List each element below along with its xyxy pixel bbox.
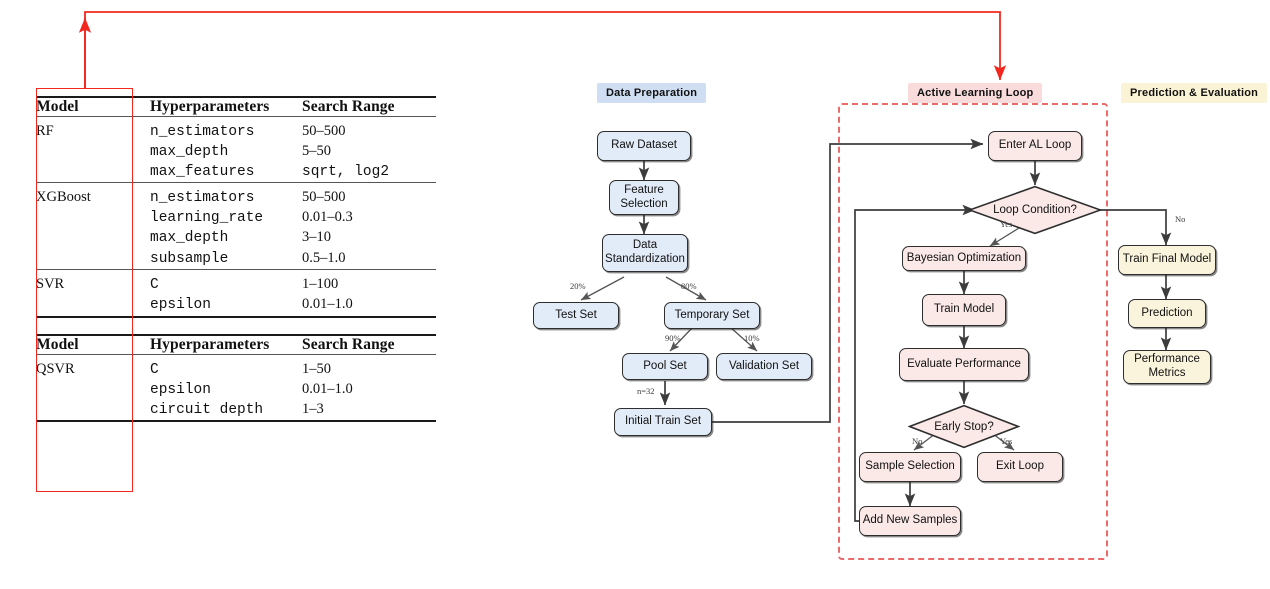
node-prediction[interactable]: Prediction [1128,299,1206,328]
edge-label-initial-n: n=32 [637,386,655,396]
column-header-model: Model [36,98,79,115]
edge-label-temp-split: 80% [681,281,697,291]
cell-range: 3–10 [302,229,331,246]
cell-hyperparameter: epsilon [150,297,211,314]
table-bottom-rule [36,420,436,426]
cell-model: XGBoost [36,188,91,205]
node-initial-train-set[interactable]: Initial Train Set [614,408,712,436]
cell-range: 50–500 [302,123,346,139]
cell-range: 1–100 [302,275,339,292]
table-row: max_depth 3–10 [36,228,436,248]
cell-range: 0.01–1.0 [302,296,353,313]
table-row: epsilon 0.01–1.0 [36,295,436,316]
model-column-highlight-box [36,88,133,492]
node-train-model[interactable]: Train Model [922,294,1006,326]
cell-range: 1–50 [302,360,331,377]
cell-hyperparameter: max_depth [150,230,229,247]
node-add-new-samples[interactable]: Add New Samples [859,506,961,536]
column-header-hyperparameters: Hyperparameters [150,98,270,115]
cell-hyperparameter: n_estimators [150,124,255,140]
table-header-row: Model Hyperparameters Search Range [36,334,436,355]
cell-model: RF [36,123,54,139]
section-label-prediction-evaluation: Prediction & Evaluation [1121,83,1268,103]
node-sample-selection[interactable]: Sample Selection [859,452,961,482]
node-early-stop-label: Early Stop? [934,420,994,433]
edge-label-early-no: No [912,436,923,446]
node-temporary-set[interactable]: Temporary Set [664,302,760,329]
table-row: epsilon 0.01–1.0 [36,380,436,400]
table-row: SVR C 1–100 [36,269,436,295]
cell-range: 5–50 [302,143,331,160]
table-header-row: Model Hyperparameters Search Range [36,97,436,117]
node-evaluate-performance[interactable]: Evaluate Performance [899,348,1029,381]
hyperparameter-table-block-2: Model Hyperparameters Search Range QSVR … [36,334,436,426]
edge-label-loop-yes: Yes [1000,219,1013,229]
column-header-model: Model [36,335,79,353]
diamond-shape-icon [908,404,1020,449]
column-header-hyperparameters: Hyperparameters [150,335,270,353]
node-train-final-model[interactable]: Train Final Model [1118,245,1216,275]
cell-range: 0.01–0.3 [302,209,353,226]
table-row: RF n_estimators 50–500 [36,116,436,143]
cell-hyperparameter: learning_rate [150,210,264,227]
cell-hyperparameter: circuit depth [150,402,264,419]
section-label-active-learning-loop: Active Learning Loop [908,83,1043,103]
table-row: max_features sqrt, log2 [36,163,436,183]
diamond-shape-icon [968,185,1102,235]
node-performance-metrics-line1: Performance [1134,353,1200,366]
cell-hyperparameter: max_features [150,163,255,180]
node-feature-selection[interactable]: Feature Selection [609,180,679,215]
hyperparameter-table-container: Model Hyperparameters Search Range RF n_… [36,96,436,426]
node-exit-loop[interactable]: Exit Loop [977,452,1063,482]
edge-label-test-split: 20% [570,281,586,291]
node-test-set[interactable]: Test Set [533,302,619,329]
node-performance-metrics[interactable]: Performance Metrics [1123,350,1211,384]
node-data-standardization-line2: Standardization [605,253,685,265]
node-bayesian-optimization[interactable]: Bayesian Optimization [902,246,1026,271]
edge-label-early-yes: Yes [1000,436,1013,446]
section-label-data-preparation: Data Preparation [597,83,707,103]
column-header-search-range: Search Range [302,335,395,353]
cell-range: sqrt, log2 [302,163,390,180]
table-row: XGBoost n_estimators 50–500 [36,182,436,208]
hyperparameter-table-block-1: Model Hyperparameters Search Range RF n_… [36,96,436,321]
cell-hyperparameter: max_depth [150,144,229,161]
table-row: learning_rate 0.01–0.3 [36,208,436,228]
cell-range: 0.01–1.0 [302,380,353,397]
table-row: max_depth 5–50 [36,142,436,162]
cell-range: 50–500 [302,188,346,205]
table-row: subsample 0.5–1.0 [36,249,436,270]
node-data-standardization[interactable]: Data Standardization [602,234,688,272]
active-learning-loop-boundary [838,103,1108,560]
column-header-search-range: Search Range [302,98,395,115]
cell-range: 0.5–1.0 [302,249,346,266]
node-raw-dataset[interactable]: Raw Dataset [597,131,691,161]
cell-hyperparameter: subsample [150,250,229,267]
node-data-standardization-line1: Data [632,239,658,252]
node-feature-selection-line2: Selection [620,197,668,210]
cell-hyperparameter: n_estimators [150,189,255,206]
cell-hyperparameter: epsilon [150,381,211,398]
edge-label-pool-split: 90% [665,333,681,343]
edge-label-loop-no: No [1175,214,1186,224]
cell-model: QSVR [36,360,75,377]
node-enter-al-loop[interactable]: Enter AL Loop [988,131,1082,161]
table-row: QSVR C 1–50 [36,354,436,380]
table-bottom-rule [36,315,436,321]
node-pool-set[interactable]: Pool Set [622,353,708,380]
cell-hyperparameter: C [150,361,159,378]
node-loop-condition[interactable]: Loop Condition? [968,185,1102,235]
cell-range: 1–3 [302,401,324,418]
cell-model: SVR [36,275,65,292]
table-row: circuit depth 1–3 [36,400,436,421]
cell-hyperparameter: C [150,276,159,293]
node-feature-selection-line1: Feature [624,183,664,196]
node-early-stop[interactable]: Early Stop? [908,404,1020,449]
node-performance-metrics-line2: Metrics [1148,367,1186,379]
node-loop-condition-label: Loop Condition? [993,204,1077,216]
node-validation-set[interactable]: Validation Set [716,353,812,380]
edge-label-validation-split: 10% [744,333,760,343]
